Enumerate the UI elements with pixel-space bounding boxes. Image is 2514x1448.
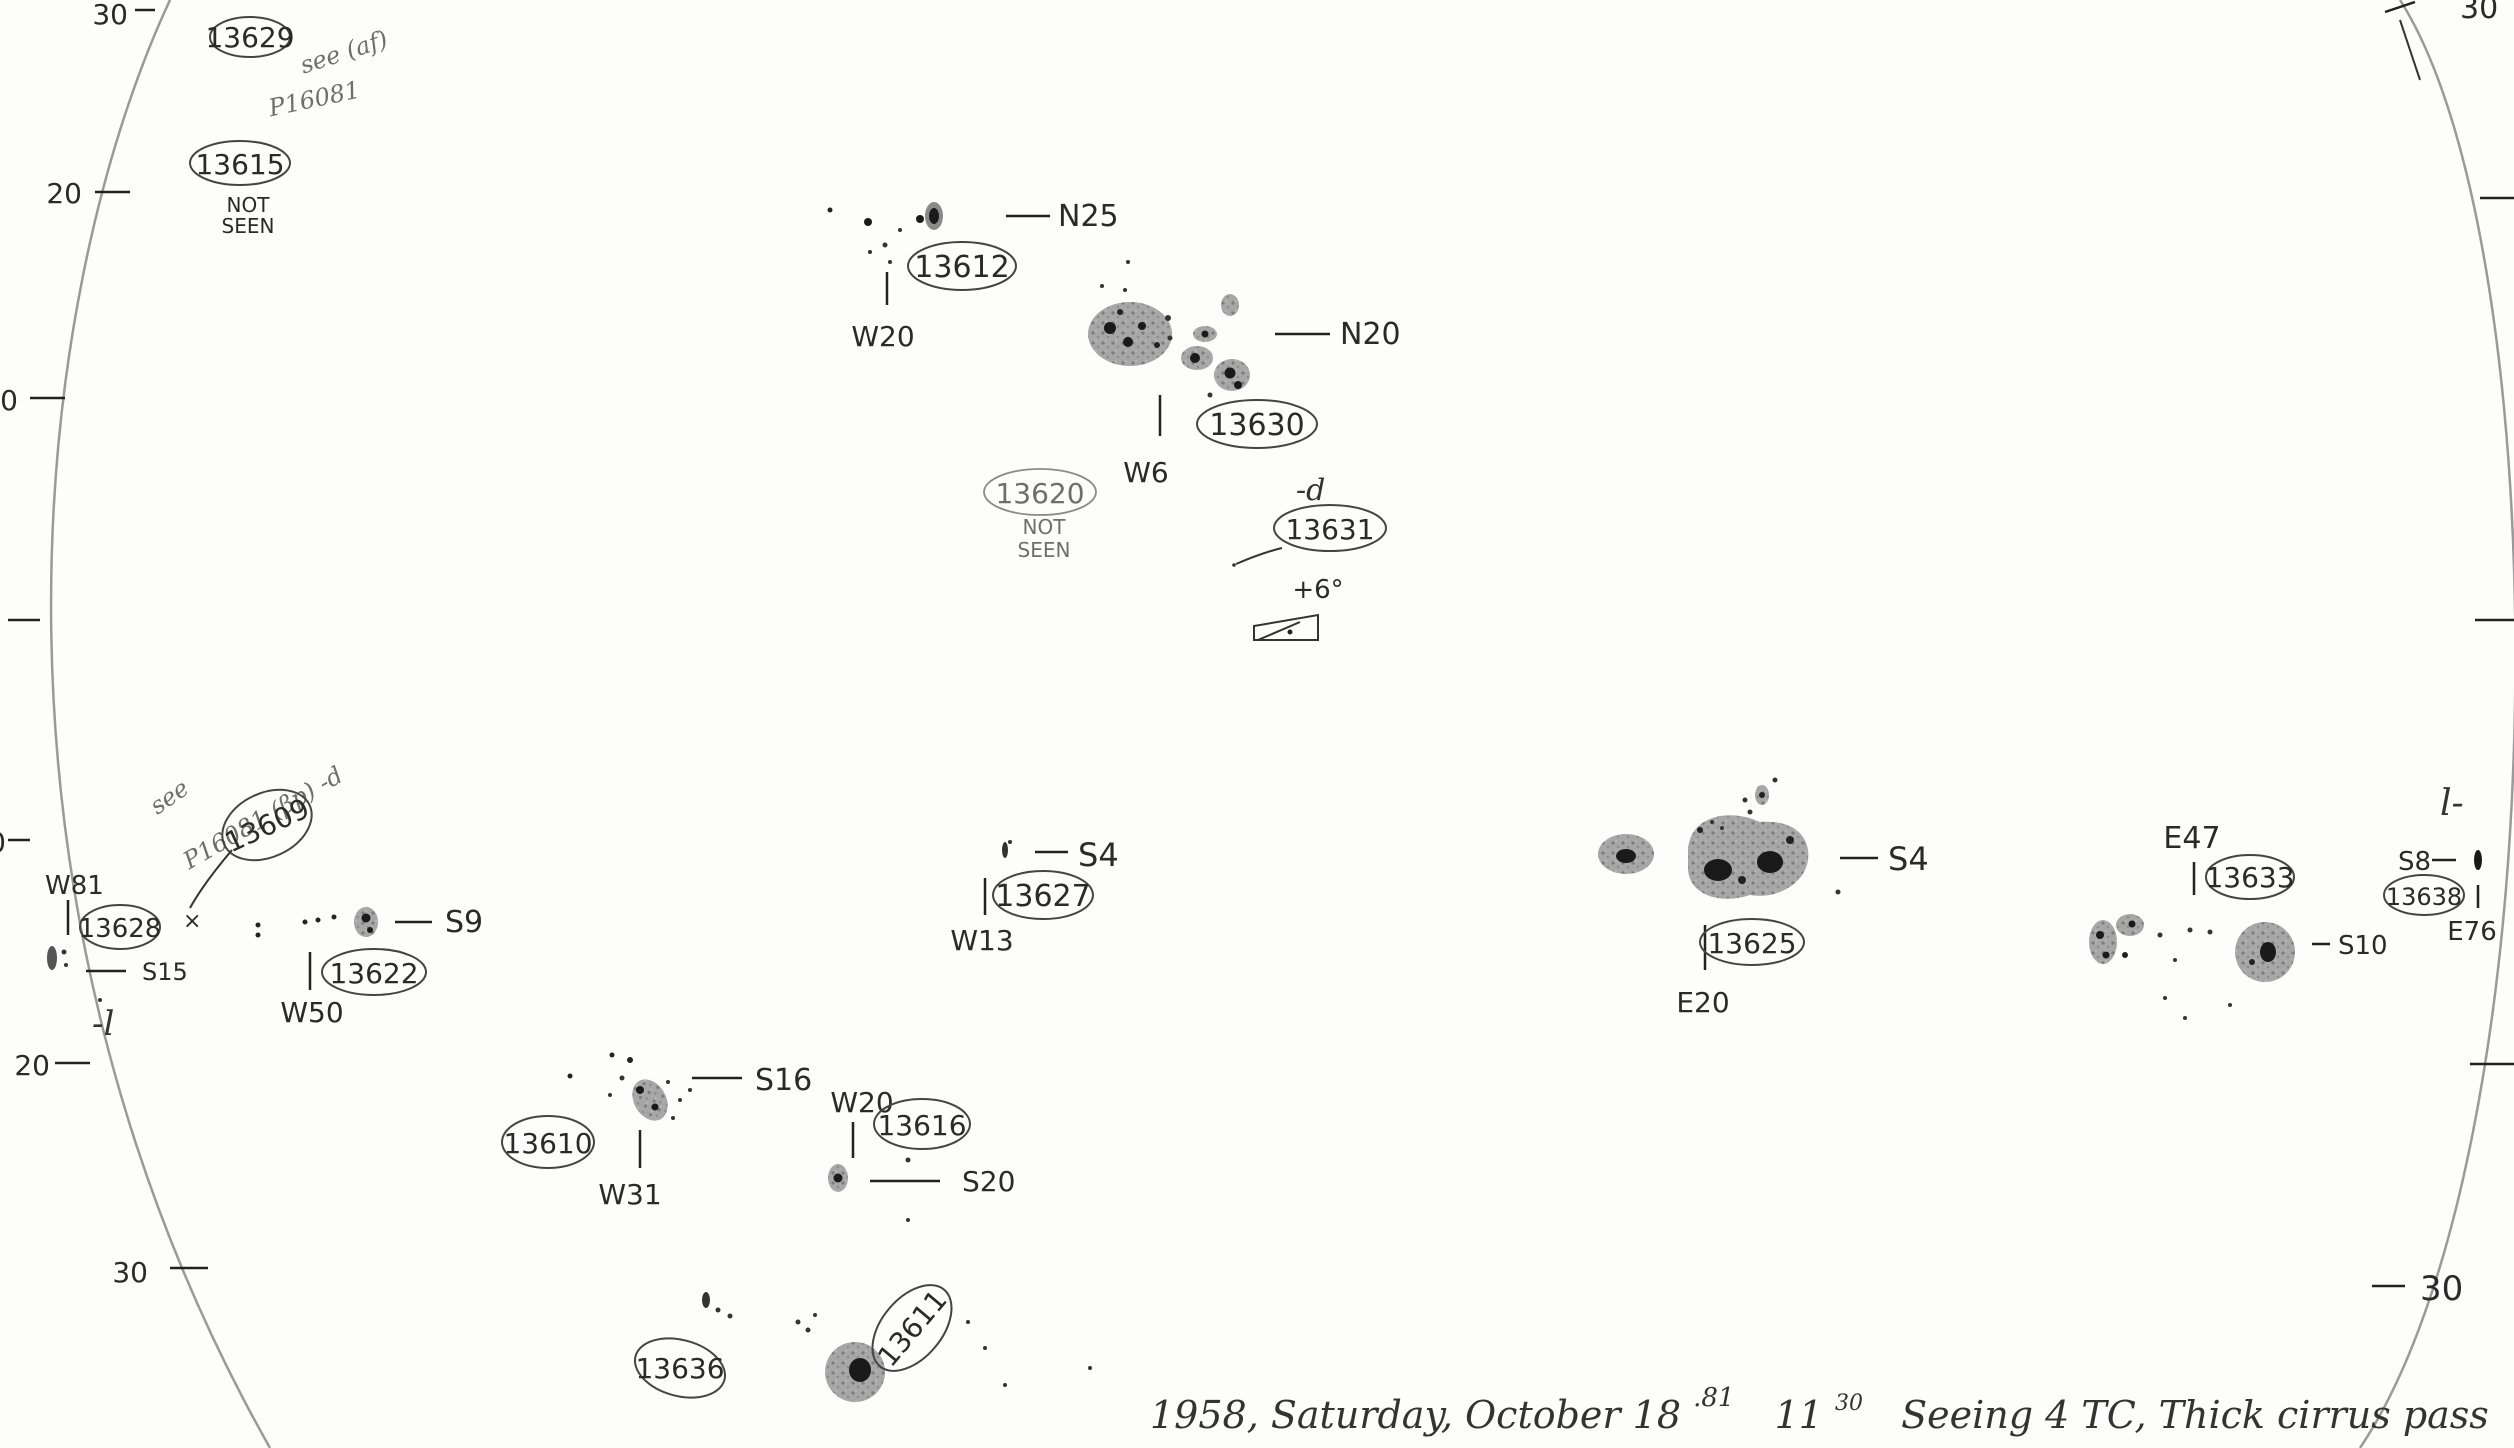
group-13636: 13636 [633,1292,733,1399]
caption-time: 11 [1775,1393,1823,1437]
group-number: 13616 [877,1109,966,1142]
group-tag: -l [92,1004,114,1044]
group-number: 13629 [205,21,294,54]
group-13612: N25 13612 W20 [827,199,1119,353]
longitude-label: W31 [598,1178,661,1211]
group-13625: S4 13625 E20 [1598,777,1929,1019]
group-13629: 13629 see (af) P16081 [205,16,392,123]
latitude-label: S15 [142,958,188,986]
group-13627: S4 13627 W13 [950,836,1118,957]
group-number: 13633 [2205,861,2294,894]
group-13622: S9 13622 W50 [255,905,483,1029]
angle-label: +6° [1292,575,1343,605]
scale-label: 30 [112,1256,148,1289]
scale-label: 0 [0,384,18,417]
annotation-see-af-ref: P16081 [265,76,362,123]
group-tag: l- [2440,783,2464,824]
latitude-label: S9 [445,905,483,940]
group-tag: -d [1296,473,1325,508]
group-number: 13627 [995,879,1090,914]
group-13609: see P16081 (βp) -d 13609 × [145,761,348,934]
group-13633: E47 13633 S10 [2089,821,2388,1020]
latitude-label: S4 [1888,840,1929,878]
latitude-label: S10 [2338,931,2388,961]
caption-day-fraction: .81 [1693,1383,1734,1413]
latitude-label: S4 [1078,836,1119,874]
group-number: 13631 [1285,513,1374,546]
scale-label: 20 [46,177,82,210]
group-number: 13620 [995,477,1084,510]
note-line: NOT [227,193,271,217]
right-latitude-scale: 30 30 [2372,0,2514,1309]
caption-minutes: 30 [1835,1391,1863,1416]
scale-label: 0 [0,826,6,859]
group-number: 13625 [1707,927,1796,960]
note-line: SEEN [222,214,275,238]
latitude-label: S20 [962,1165,1015,1198]
longitude-label: E47 [2163,821,2220,856]
group-number: 13630 [1209,408,1304,443]
longitude-label: W13 [950,924,1013,957]
group-13620: 13620 NOT SEEN [983,468,1097,562]
scale-label: 30 [2420,1269,2463,1309]
latitude-label: N25 [1058,199,1119,234]
group-13615: 13615 NOT SEEN [189,140,291,238]
longitude-label: E20 [1676,986,1729,1019]
note-line: NOT [1023,515,1067,539]
group-number: 13622 [329,957,418,990]
note-line: SEEN [1018,538,1071,562]
left-latitude-scale: 30 20 0 0 20 30 [0,0,208,1289]
annotation-see-bp: see [145,774,194,820]
group-13611: 13611 [795,1284,1092,1402]
solar-limb-right [2358,0,2514,1448]
group-number: 13612 [914,250,1009,285]
longitude-label: W81 [45,871,104,901]
group-number: 13638 [2386,883,2462,911]
group-13628: W81 13628 S15 -l [45,871,188,1044]
group-number: 13628 [79,914,162,944]
longitude-label: E76 [2447,917,2497,947]
group-number: 13611 [871,1284,954,1373]
annotation-see-af: see (af) [297,25,392,80]
longitude-label: W50 [280,996,343,1029]
latitude-label: N20 [1340,317,1401,352]
scale-label: 20 [14,1049,50,1082]
group-13638: l- S8 13638 E76 [2383,783,2497,947]
group-13610: S16 13610 W31 [501,1052,812,1211]
group-number: 13615 [195,148,284,181]
observation-caption: 1958, Saturday, October 18 .81 11 30 See… [1150,1371,2489,1437]
group-13616: W20 13616 S20 [828,1086,1015,1222]
scale-label: 30 [92,0,128,31]
scale-label: 30 [2460,0,2498,26]
group-13630: N20 W6 13630 [1088,260,1401,489]
caption-date: 1958, Saturday, October 18 [1150,1393,1681,1437]
caption-conditions: Seeing 4 TC, Thick cirrus pass [1901,1393,2489,1437]
latitude-label: S8 [2398,847,2431,877]
group-number: 13610 [503,1127,592,1160]
latitude-label: S16 [755,1063,812,1098]
longitude-label: W20 [851,320,914,353]
longitude-label: W20 [830,1086,893,1119]
group-number: 13636 [635,1352,724,1385]
group-13631: -d 13631 +6° [1232,473,1387,641]
solar-limb-left [49,0,272,1448]
longitude-label: W6 [1123,456,1169,489]
cross-mark: × [183,909,201,934]
